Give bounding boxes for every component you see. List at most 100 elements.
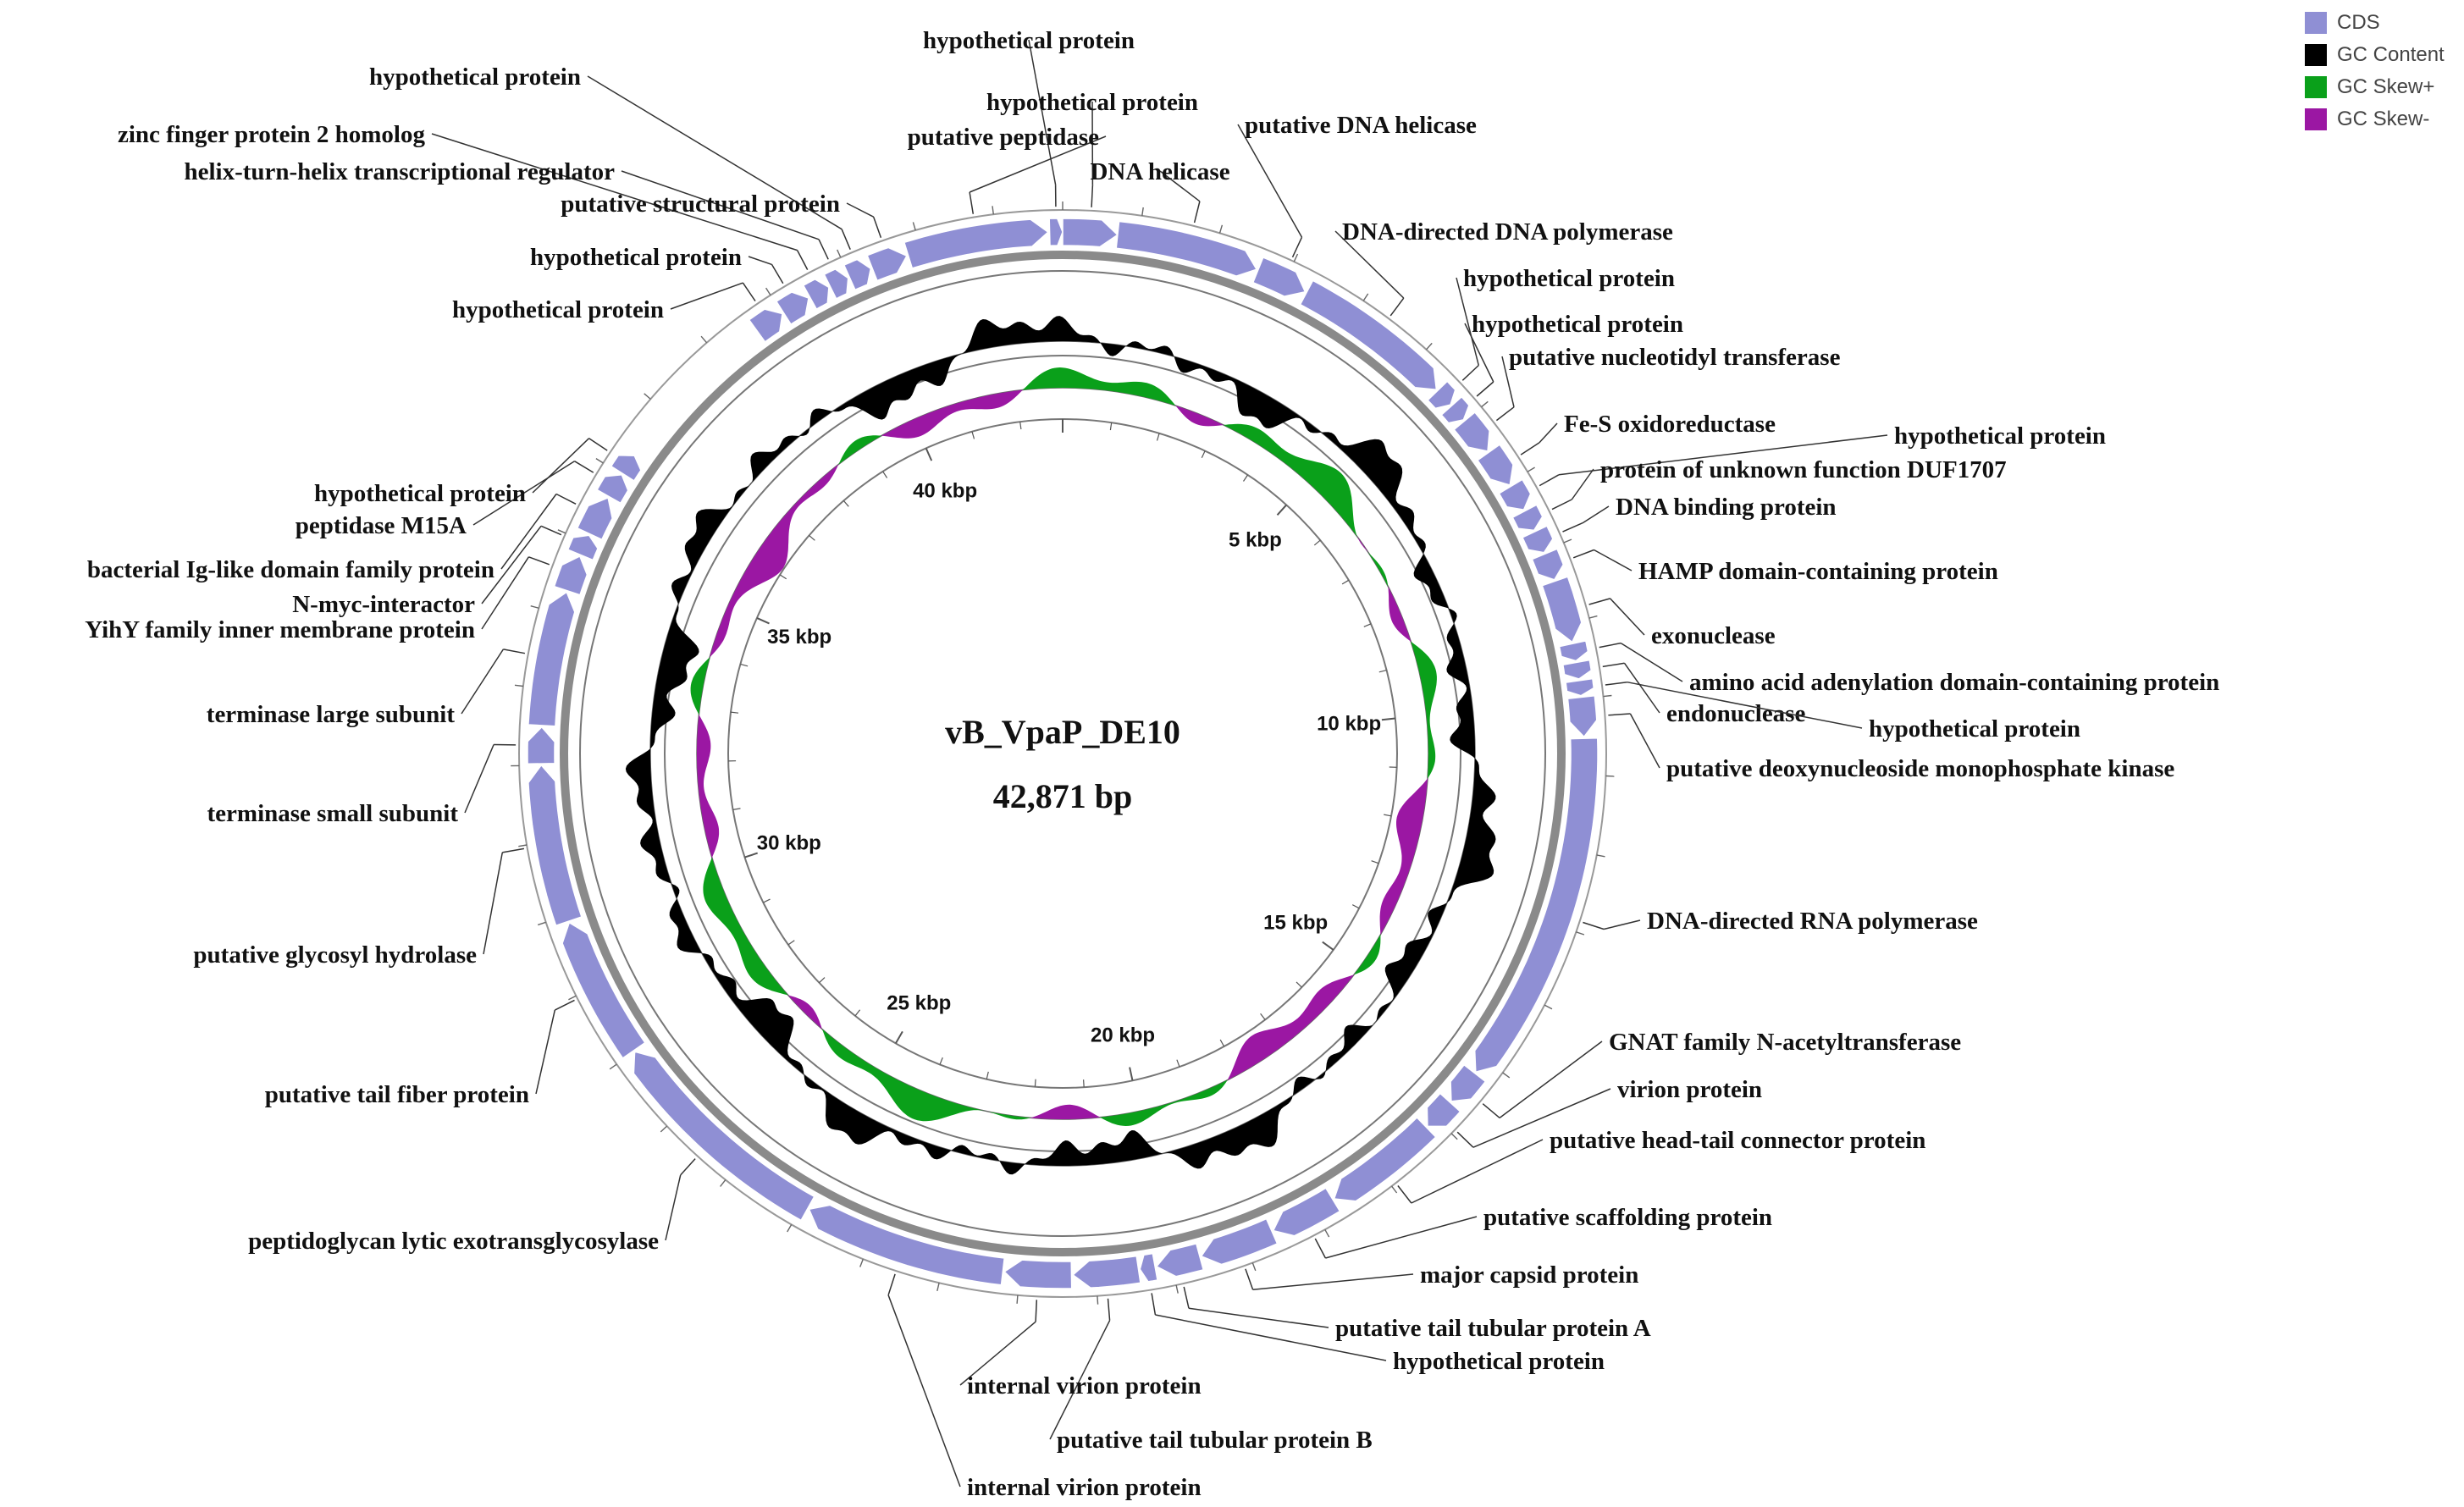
cds-arrow [597,475,628,504]
scale-tick [1202,451,1205,458]
gene-label-leader [1246,1269,1253,1290]
kbp-label: 15 kbp [1263,912,1328,935]
outer-scale-tick [1325,1229,1329,1237]
gene-label-leader [461,649,503,714]
legend-label: GC Skew+ [2337,75,2434,99]
gene-label: N-myc-interactor [292,591,475,618]
gc-content-ring-outer [580,271,1545,1236]
gene-label-leader [1108,1299,1110,1321]
gene-label-leader [536,1010,555,1094]
gene-label-leader [743,283,755,301]
gene-label: terminase small subunit [207,800,459,827]
gene-label: putative tail fiber protein [265,1081,529,1108]
outer-scale-tick [1363,294,1368,301]
gene-label: GNAT family N-acetyltransferase [1609,1029,1961,1056]
gene-label: putative DNA helicase [1245,112,1477,139]
gene-label-leader [1604,920,1640,930]
legend-swatch-cds [2305,12,2327,34]
outer-scale-tick [1597,855,1605,857]
gene-label-leader [1605,682,1627,685]
cds-arrow [577,498,612,539]
gene-label-leader [1608,714,1630,715]
gene-label: putative tail tubular protein A [1335,1315,1651,1342]
outer-scale-tick [701,336,707,343]
legend-swatch-gc-skew-minus [2305,108,2327,130]
kbp-label: 20 kbp [1091,1024,1155,1047]
outer-scale-tick [992,206,993,214]
scale-tick [1314,540,1320,545]
outer-scale-tick [1576,932,1584,935]
gene-label-leader [1477,382,1494,396]
gene-label: DNA binding protein [1616,494,1837,521]
outer-scale-tick [1220,225,1223,234]
gene-label-leader [1630,714,1660,768]
gene-label-leader [1521,443,1539,455]
cds-arrow [1560,641,1588,661]
outer-scale-tick [518,845,527,847]
outer-scale-tick [538,922,546,925]
scale-tick [1278,505,1287,515]
cds-arrow [1563,660,1592,679]
scale-tick [780,575,787,579]
scale-tick [757,618,770,624]
legend-label: CDS [2337,11,2380,35]
backbone-ring [564,255,1561,1252]
cds-arrow [1499,479,1530,510]
scale-tick [1384,814,1391,816]
kbp-label: 5 kbp [1229,528,1282,551]
gene-label-leader [1589,599,1610,604]
gene-label-leader [970,192,973,214]
gene-label-leader [1315,1239,1325,1258]
scale-tick [1020,422,1021,429]
gene-label-leader [681,1159,695,1175]
legend-swatch-gc-content [2305,44,2327,66]
gene-label: Fe-S oxidoreductase [1564,411,1776,438]
gene-label: bacterial Ig-like domain family protein [87,556,494,583]
gene-label: hypothetical protein [986,89,1198,116]
gene-label-leader [1539,475,1559,486]
cds-arrow [1273,1188,1340,1236]
outer-scale-tick [1451,1134,1457,1140]
outer-scale-tick [721,1180,726,1187]
scale-tick [1244,475,1248,482]
gene-label: terminase large subunit [207,701,456,728]
cds-arrow [528,727,555,765]
gene-label-leader [533,439,589,493]
outer-scale-tick [913,222,915,230]
gene-label-leader [528,557,549,565]
scale-tick [1177,1060,1180,1067]
gene-label-leader [819,240,828,260]
scale-tick [1035,1079,1036,1087]
gene-label: peptidoglycan lytic exotransglycosylase [248,1228,659,1255]
gene-label-leader [1572,469,1594,500]
gene-label: hypothetical protein [314,480,526,507]
scale-tick [819,978,825,983]
gene-label-leader [1184,1287,1189,1308]
gene-label: major capsid protein [1420,1261,1638,1289]
scale-tick [1379,671,1387,672]
gene-label-leader [465,745,494,814]
outer-scale-tick [837,250,841,257]
kbp-label: 10 kbp [1317,712,1381,735]
outer-scale-tick [1544,1005,1552,1009]
outer-scale-tick [1606,776,1615,777]
gene-label: peptidase M15A [296,512,467,539]
gene-label: hypothetical protein [1894,422,2106,450]
scale-tick [763,899,770,903]
cds-arrow [867,247,907,280]
gene-label-leader [1583,506,1609,523]
outer-scale-tick [531,606,539,609]
outer-scale-tick [660,1126,666,1132]
gene-label: hypothetical protein [452,296,664,323]
outer-scale-tick [1503,1073,1510,1078]
gene-label: hypothetical protein [1463,265,1675,292]
inner-ring [728,419,1397,1088]
gene-label-leader [1390,298,1404,316]
cds-arrow [1140,1254,1157,1282]
cds-arrow [1063,218,1118,247]
gene-label-leader [589,439,608,450]
gene-label-leader [772,264,783,283]
outer-scale-tick [766,288,771,295]
gene-label: hypothetical protein [1472,311,1683,338]
kbp-label: 25 kbp [887,992,951,1015]
